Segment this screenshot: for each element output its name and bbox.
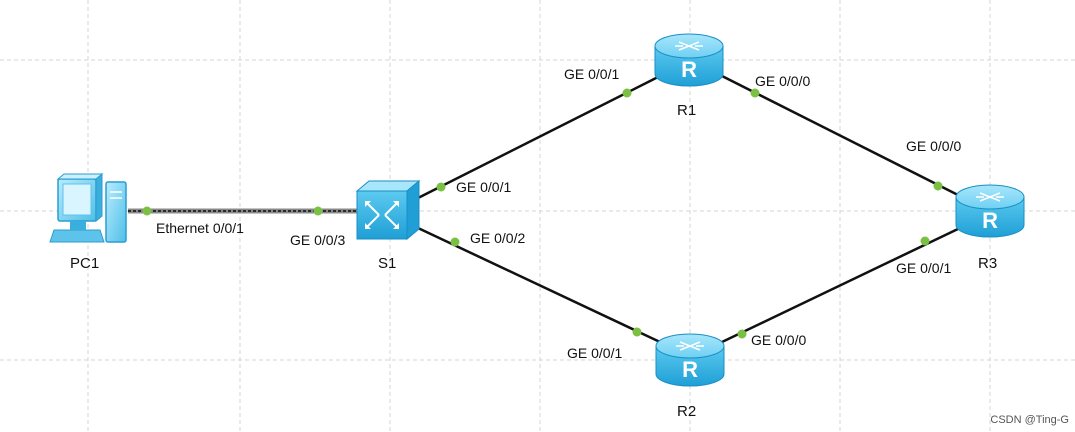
port-label-r2-ge000: GE 0/0/0	[751, 332, 807, 348]
port-label-s1-ge002: GE 0/0/2	[470, 230, 526, 246]
device-name-r2: R2	[677, 403, 697, 420]
port-label-s1-ge001: GE 0/0/1	[456, 179, 512, 195]
router-icon-r2[interactable]	[655, 333, 725, 387]
port-dot-r3-ge000	[933, 181, 943, 191]
port-label-r3-ge001: GE 0/0/1	[896, 260, 952, 276]
port-dot-s1-ge003	[313, 206, 323, 216]
port-dot-r2-ge000	[737, 329, 747, 339]
port-label-r1-ge000: GE 0/0/0	[755, 73, 811, 89]
port-label-r3-ge000: GE 0/0/0	[906, 138, 962, 154]
port-dot-s1-ge001	[436, 182, 446, 192]
port-label-r1-ge001: GE 0/0/1	[564, 66, 620, 82]
link-s1-r2[interactable]	[417, 226, 661, 344]
port-label-s1-ge003: GE 0/0/3	[290, 232, 346, 248]
port-dot-pc1-e001	[142, 206, 152, 216]
device-name-r3: R3	[978, 255, 998, 272]
router-icon-r3[interactable]	[955, 184, 1025, 238]
link-r1-r3[interactable]	[721, 74, 961, 198]
port-dot-r1-ge000	[750, 88, 760, 98]
device-name-pc1: PC1	[70, 255, 100, 272]
port-dots	[142, 88, 943, 339]
port-dot-r1-ge001	[622, 88, 632, 98]
watermark: CSDN @Ting-G	[990, 414, 1069, 426]
port-dot-s1-ge002	[450, 237, 460, 247]
device-name-s1: S1	[378, 255, 397, 272]
port-dot-r2-ge001	[632, 327, 642, 337]
port-label-r2-ge001: GE 0/0/1	[567, 345, 623, 361]
port-label-pc1-e001: Ethernet 0/0/1	[156, 220, 244, 236]
router-icon-r1[interactable]	[654, 33, 724, 87]
port-dot-r3-ge001	[920, 236, 930, 246]
pc-icon[interactable]	[49, 172, 127, 243]
device-name-r1: R1	[677, 102, 697, 119]
link-r2-r3[interactable]	[721, 226, 961, 344]
switch-icon[interactable]	[355, 179, 421, 241]
link-s1-r1[interactable]	[417, 74, 661, 200]
